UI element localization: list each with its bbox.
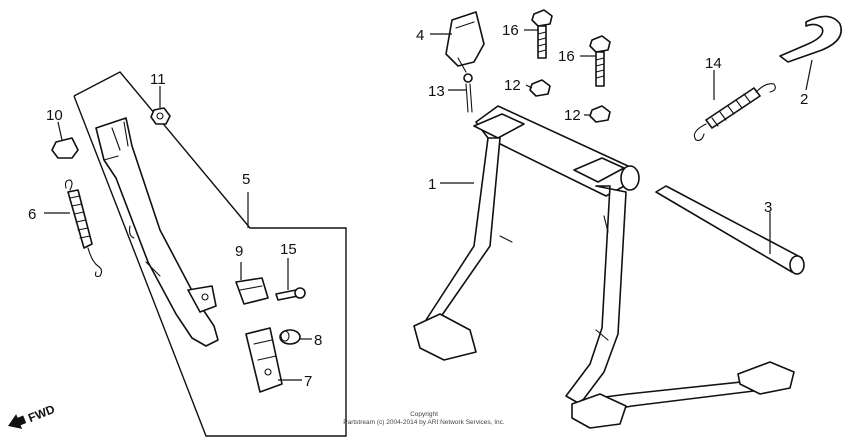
callout-1: 1 [428, 176, 436, 193]
callout-7: 7 [304, 373, 312, 390]
callout-numbers: 1 2 3 4 5 6 7 8 9 10 11 12 12 13 14 15 1… [28, 22, 808, 390]
callout-12-upper: 12 [504, 77, 521, 94]
fwd-label: FWD [26, 402, 57, 425]
callout-9: 9 [235, 243, 243, 260]
side-stand-group-outline [73, 71, 347, 437]
part-13-pin[interactable] [465, 83, 473, 113]
side-stand[interactable] [95, 117, 219, 347]
callout-6: 6 [28, 206, 36, 223]
part-6-spring[interactable] [64, 179, 103, 278]
part-1-main-stand[interactable] [413, 105, 795, 429]
callout-16-lower: 16 [558, 48, 575, 65]
callout-15: 15 [280, 241, 297, 258]
part-11-nut[interactable] [150, 107, 171, 125]
part-9-bracket[interactable] [235, 277, 269, 305]
part-16-bolt-upper[interactable] [531, 9, 553, 59]
copyright-line: Partstream (c) 2004-2014 by ARI Network … [343, 419, 505, 426]
callout-13: 13 [428, 83, 445, 100]
part-3-shaft[interactable] [655, 185, 805, 275]
callout-3: 3 [764, 199, 772, 216]
forward-arrow-icon [8, 414, 27, 429]
copyright-title: Copyright [410, 411, 438, 418]
part-8-collar[interactable] [279, 329, 301, 345]
callout-12-lower: 12 [564, 107, 581, 124]
callout-2: 2 [800, 91, 808, 108]
part-12-nut-upper[interactable] [529, 79, 551, 97]
copyright-footer: Copyright Partstream (c) 2004-2014 by AR… [343, 411, 505, 426]
callout-4: 4 [416, 27, 424, 44]
part-4-clamp[interactable] [445, 11, 485, 83]
part-7-switch[interactable] [245, 327, 283, 393]
callout-16-upper: 16 [502, 22, 519, 39]
leader-lines [44, 29, 813, 381]
part-10-rubber[interactable] [51, 137, 79, 159]
part-2-plate[interactable] [779, 15, 842, 63]
part-12-nut-lower[interactable] [589, 105, 611, 123]
callout-5: 5 [242, 171, 250, 188]
callout-14: 14 [705, 55, 722, 72]
part-14-spring[interactable] [693, 83, 776, 141]
forward-direction-indicator: FWD [8, 402, 57, 429]
callout-10: 10 [46, 107, 63, 124]
part-15-bolt[interactable] [275, 287, 306, 301]
callout-11: 11 [150, 71, 166, 88]
part-16-bolt-lower[interactable] [589, 35, 611, 87]
callout-8: 8 [314, 332, 322, 349]
